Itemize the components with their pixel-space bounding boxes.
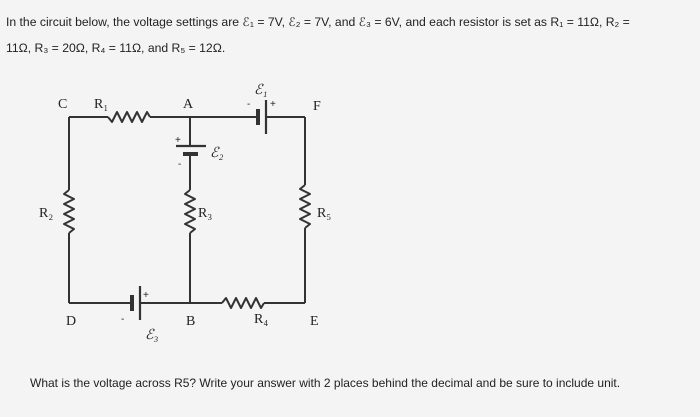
emf-e1-minus-sign: - [247,99,250,110]
question-line-1: In the circuit below, the voltage settin… [6,15,630,29]
emf-e3-plus-sign: + [143,290,149,301]
node-label-e: E [310,314,319,329]
resistor-label-r3: R₃ [198,206,212,221]
node-label-f: F [313,99,321,114]
emf-label-e1: ℰ₁ [254,83,267,98]
resistor-r5 [299,184,311,229]
emf-e3-minus-sign: - [121,314,124,325]
resistor-r3 [184,189,196,234]
emf-label-e2: ℰ₂ [210,146,223,161]
resistor-label-r1: R₁ [94,97,108,112]
resistor-label-r4: R₄ [254,312,268,327]
question-line-2: 11Ω, R₃ = 20Ω, R₄ = 11Ω, and R₅ = 12Ω. [6,41,226,55]
node-label-a: A [183,97,194,112]
emf-e2-minus-sign: - [178,159,181,170]
resistor-r1 [107,111,151,123]
question-text: In the circuit below, the voltage settin… [6,9,694,61]
question-prompt: What is the voltage across R5? Write you… [30,376,621,390]
resistor-label-r5: R₅ [317,206,331,221]
emf-e1-plus-sign: + [270,99,276,110]
resistor-r2 [63,189,75,234]
emf-label-e3: ℰ₃ [145,328,158,343]
resistor-r4 [221,297,265,309]
resistor-label-r2: R₂ [39,206,53,221]
emf-e2-plus-sign: + [175,135,181,146]
node-label-d: D [66,314,76,329]
node-label-c: C [58,97,67,112]
node-label-b: B [186,314,195,329]
